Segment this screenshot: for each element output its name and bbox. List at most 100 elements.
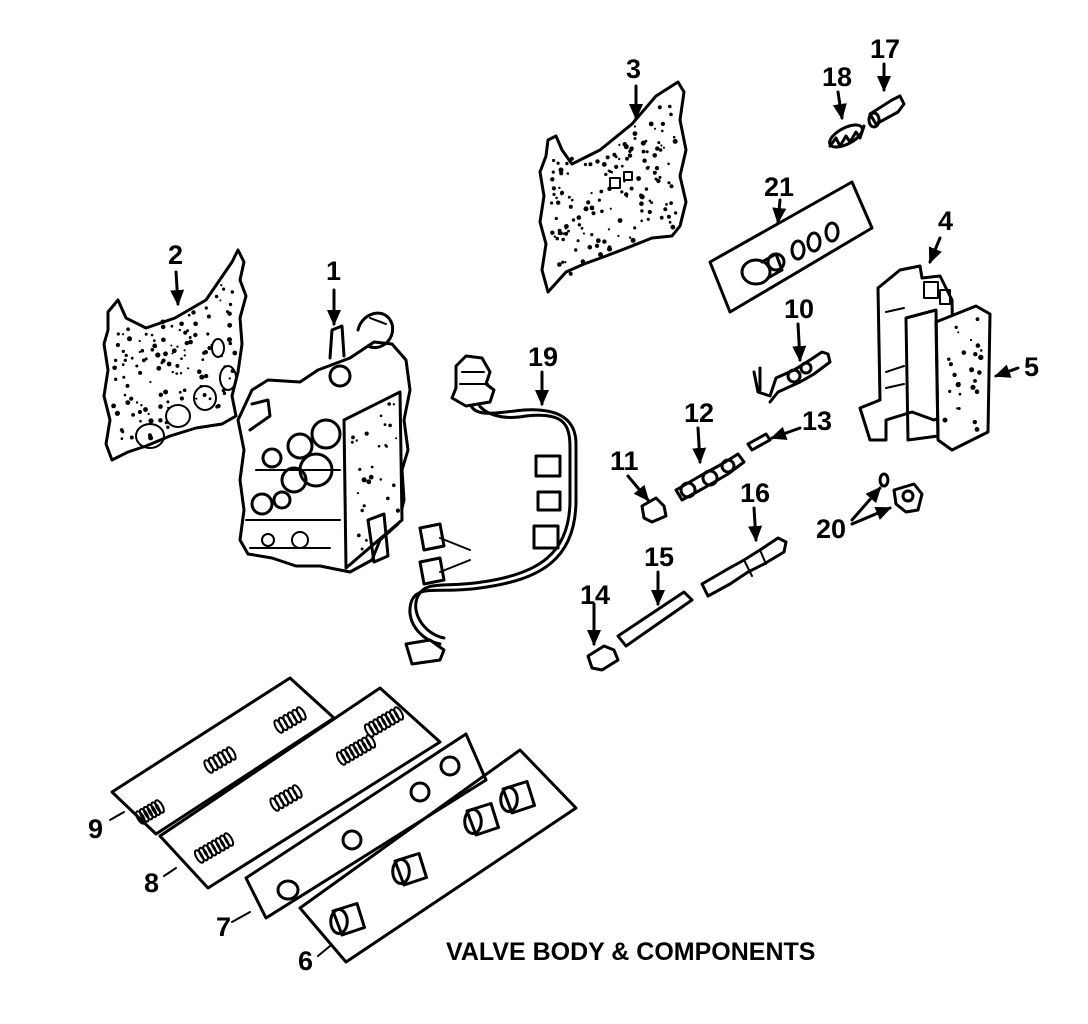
hole-dot [160,361,164,365]
pin-13 [746,432,772,452]
hole-dot [550,201,554,205]
callout-9: 9 [88,814,103,844]
hole-dot [620,164,624,168]
hole-dot [158,418,163,423]
wiring-harness [404,354,578,666]
hole-dot [633,226,637,230]
hole-dot [228,302,233,307]
hole-dot [203,373,209,379]
hole-dot [979,349,983,352]
hole-dot [571,198,574,202]
hole-dot [206,314,211,319]
callout-5: 5 [1024,352,1039,382]
hole-dot [366,479,372,485]
hole-dot [659,215,664,220]
hole-dot [583,162,588,167]
hole-dot [202,351,206,355]
hole-dot [227,311,232,316]
hole-dot [629,146,634,151]
bore-plug [391,852,428,887]
hole-dot [120,437,124,440]
upper-valve-body-holes [942,317,984,432]
hole-dot [956,407,959,410]
upper-valve-body [858,264,992,452]
hole-dot [580,226,584,230]
hole-dot [639,194,645,200]
small-spring-18 [828,123,866,149]
hole-dot [137,409,142,415]
hole-dot [219,299,222,302]
hole-dot [392,483,396,488]
hole-dot [552,158,556,163]
hole-dot [673,211,678,215]
hole-dot [385,445,388,448]
hole-dot [641,149,646,154]
hole-dot [667,181,671,185]
separator-plate-upper [538,80,688,294]
callout-19: 19 [528,342,558,372]
hole-dot [597,198,602,202]
hole-dot [562,232,566,235]
hole-dot [591,211,596,216]
hole-dot [645,150,649,154]
hole-dot [952,372,957,378]
hole-dot [183,354,186,357]
hole-dot [163,389,169,395]
hole-dot [642,158,647,163]
hole-dot [657,105,662,110]
hole-dot [179,321,184,327]
hole-dot [604,172,608,177]
callout-12: 12 [684,398,714,428]
hole-dot [175,363,180,368]
hole-dot [580,259,586,264]
hole-dot [607,246,612,252]
hole-dot [144,357,148,361]
hole-dot [587,245,593,250]
valve-12 [674,452,746,502]
hole-dot [647,209,652,215]
hole-dot [574,248,578,252]
hole-dot [362,504,366,508]
hole-dot [123,393,127,397]
hole-dot [122,375,126,379]
hole-dot [653,127,657,130]
hole-dot [360,508,364,513]
hole-dot [624,192,629,197]
hole-dot [633,137,637,140]
hole-dot [184,340,189,346]
hole-dot [564,224,569,229]
hole-dot [550,177,555,182]
plug-14 [586,644,620,672]
hole-dot [152,343,158,349]
hole-dot [669,112,673,117]
hole-dot [576,215,582,220]
callout-11: 11 [610,446,639,476]
valve-10 [752,350,832,404]
hole-dot [222,287,226,291]
hole-dot [648,199,652,203]
hole-dot [129,435,134,440]
hole-dot [614,164,619,169]
plugs-6 [329,780,536,937]
hole-dot [639,201,644,206]
hole-dot [368,474,374,480]
hole-dot [598,252,603,258]
hole-dot [138,370,143,375]
hole-dot [650,201,653,205]
hole-dot [170,344,173,347]
hole-dot [551,170,555,174]
hole-dot [558,186,561,190]
callout-8: 8 [144,868,159,898]
hole-dot [178,328,181,332]
hole-dot [969,367,975,373]
hole-dot [565,161,569,166]
hole-dot [351,435,355,440]
separator-plate-left-holes [111,284,238,441]
hole-dot [628,149,632,153]
spring [135,799,165,825]
hole-dot [564,261,567,264]
hole-dot [670,224,676,230]
hole-dot [614,155,618,159]
hole-dot [608,170,612,173]
